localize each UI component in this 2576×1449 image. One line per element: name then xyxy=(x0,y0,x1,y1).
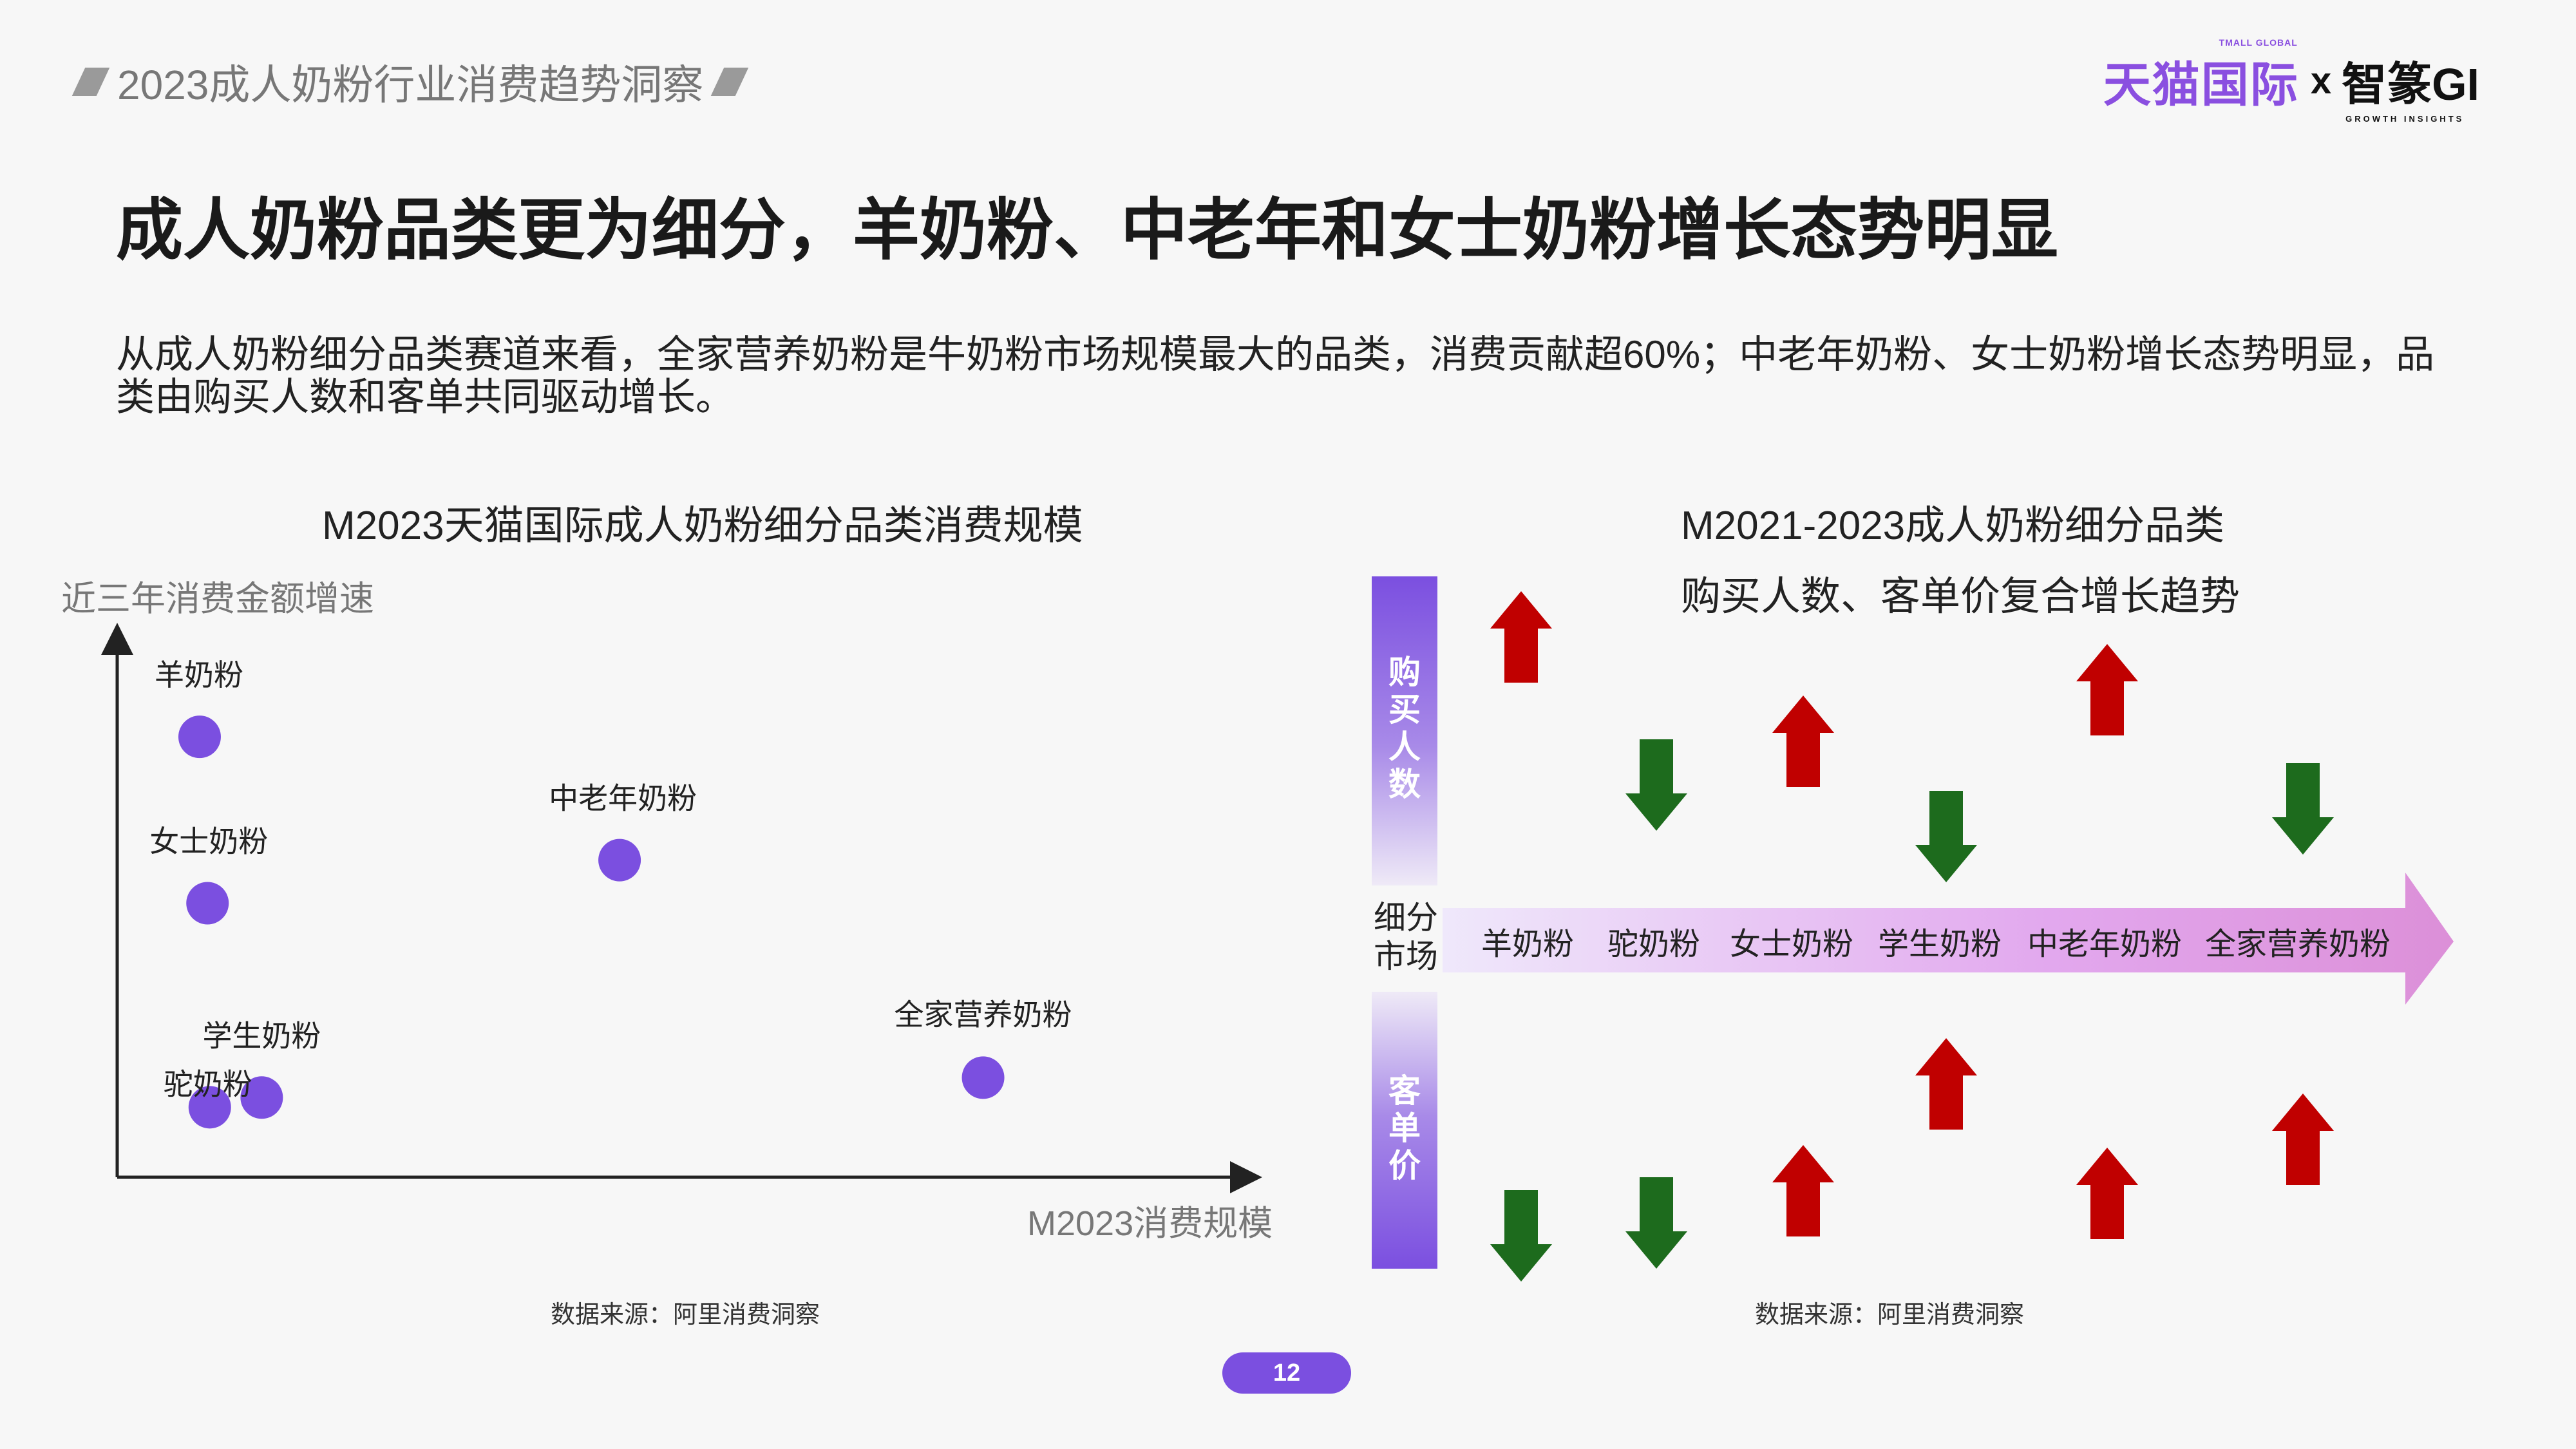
trend-chart-subtitle: 购买人数、客单价复合增长趋势 xyxy=(1681,574,2240,619)
up-arrow-icon xyxy=(1915,1038,1977,1130)
tmall-logo-text: 天猫国际 xyxy=(2103,57,2299,111)
data-source-left: 数据来源：阿里消费洞察 xyxy=(551,1302,820,1329)
segment-category-label: 全家营养奶粉 xyxy=(2205,927,2391,961)
down-arrow-icon xyxy=(1625,739,1687,831)
scatter-y-axis-label: 近三年消费金额增速 xyxy=(61,580,374,618)
buyers-row-label: 购买人数 xyxy=(1372,654,1437,803)
growth-insights-logo: 智篆GI GROWTH INSIGHTS xyxy=(2342,48,2479,124)
data-source-right: 数据来源：阿里消费洞察 xyxy=(1755,1302,2025,1329)
segment-category-label: 中老年奶粉 xyxy=(2027,927,2182,961)
report-title-text: 2023成人奶粉行业消费趋势洞察 xyxy=(117,62,704,108)
up-arrow-icon xyxy=(1772,696,1834,787)
down-arrow-icon xyxy=(1625,1177,1687,1269)
segment-market-label: 细分市场 xyxy=(1374,900,1438,974)
down-arrow-icon xyxy=(2272,763,2334,855)
segment-arrow-band xyxy=(1443,873,2454,1005)
segment-category-label: 女士奶粉 xyxy=(1730,927,1853,961)
scatter-point-label: 学生奶粉 xyxy=(202,1019,321,1052)
brand-logos: 天猫国际 TMALL GLOBAL x 智篆GI GROWTH INSIGHTS xyxy=(2103,37,2479,124)
scatter-point-label: 驼奶粉 xyxy=(164,1067,252,1101)
down-arrow-icon xyxy=(1915,791,1977,882)
gi-logo-text: 智篆GI xyxy=(2342,59,2479,109)
scatter-point xyxy=(240,1076,283,1119)
segment-category-label: 学生奶粉 xyxy=(1878,927,2002,961)
scatter-point xyxy=(186,882,229,925)
row-label-char: 价 xyxy=(1388,1148,1421,1184)
up-arrow-icon xyxy=(2272,1094,2334,1185)
tmall-global-logo: 天猫国际 TMALL GLOBAL xyxy=(2103,37,2299,115)
tmall-logo-subtext: TMALL GLOBAL xyxy=(2219,37,2298,48)
row-label-char: 数 xyxy=(1388,766,1421,802)
trend-arrows xyxy=(1490,591,2334,1282)
price-row-label: 客单价 xyxy=(1372,1072,1437,1184)
segment-category-label: 驼奶粉 xyxy=(1607,927,1700,961)
up-arrow-icon xyxy=(2076,644,2138,735)
scatter-point-label: 羊奶粉 xyxy=(155,658,243,692)
buyers-row-bar xyxy=(1372,576,1437,886)
scatter-point-label: 中老年奶粉 xyxy=(549,782,697,815)
report-title: 2023成人奶粉行业消费趋势洞察 xyxy=(64,53,756,111)
slide-title: 成人奶粉品类更为细分，羊奶粉、中老年和女士奶粉增长态势明显 xyxy=(116,193,2059,268)
row-label-char: 客 xyxy=(1388,1073,1421,1109)
scatter-chart-title: M2023天猫国际成人奶粉细分品类消费规模 xyxy=(322,504,1083,548)
up-arrow-icon xyxy=(2076,1148,2138,1239)
row-label-char: 购 xyxy=(1388,654,1421,690)
segment-categories: 羊奶粉驼奶粉女士奶粉学生奶粉中老年奶粉全家营养奶粉 xyxy=(1481,927,2391,961)
trend-chart-title: M2021-2023成人奶粉细分品类 xyxy=(1681,504,2225,548)
up-arrow-icon xyxy=(1772,1145,1834,1236)
slide-description: 从成人奶粉细分品类赛道来看，全家营养奶粉是牛奶粉市场规模最大的品类，消费贡献超6… xyxy=(116,333,2435,419)
price-row-bar xyxy=(1372,992,1437,1269)
row-label-char: 单 xyxy=(1388,1110,1421,1146)
scatter-point xyxy=(598,838,641,882)
scatter-point xyxy=(961,1056,1005,1099)
segment-category-label: 羊奶粉 xyxy=(1481,927,1574,961)
scatter-point xyxy=(188,1086,231,1129)
down-arrow-icon xyxy=(1490,1190,1552,1282)
up-arrow-icon xyxy=(1490,591,1552,683)
gi-logo-subtext: GROWTH INSIGHTS xyxy=(2345,113,2465,124)
scatter-point-label: 女士奶粉 xyxy=(149,824,268,858)
brand-separator: x xyxy=(2310,59,2332,102)
row-label-char: 人 xyxy=(1388,729,1421,765)
scatter-point-label: 全家营养奶粉 xyxy=(895,998,1072,1031)
scatter-point xyxy=(178,715,221,759)
row-label-char: 买 xyxy=(1388,692,1421,728)
page-number-badge: 12 xyxy=(1222,1352,1351,1394)
scatter-x-axis-label: M2023消费规模 xyxy=(1027,1204,1273,1243)
